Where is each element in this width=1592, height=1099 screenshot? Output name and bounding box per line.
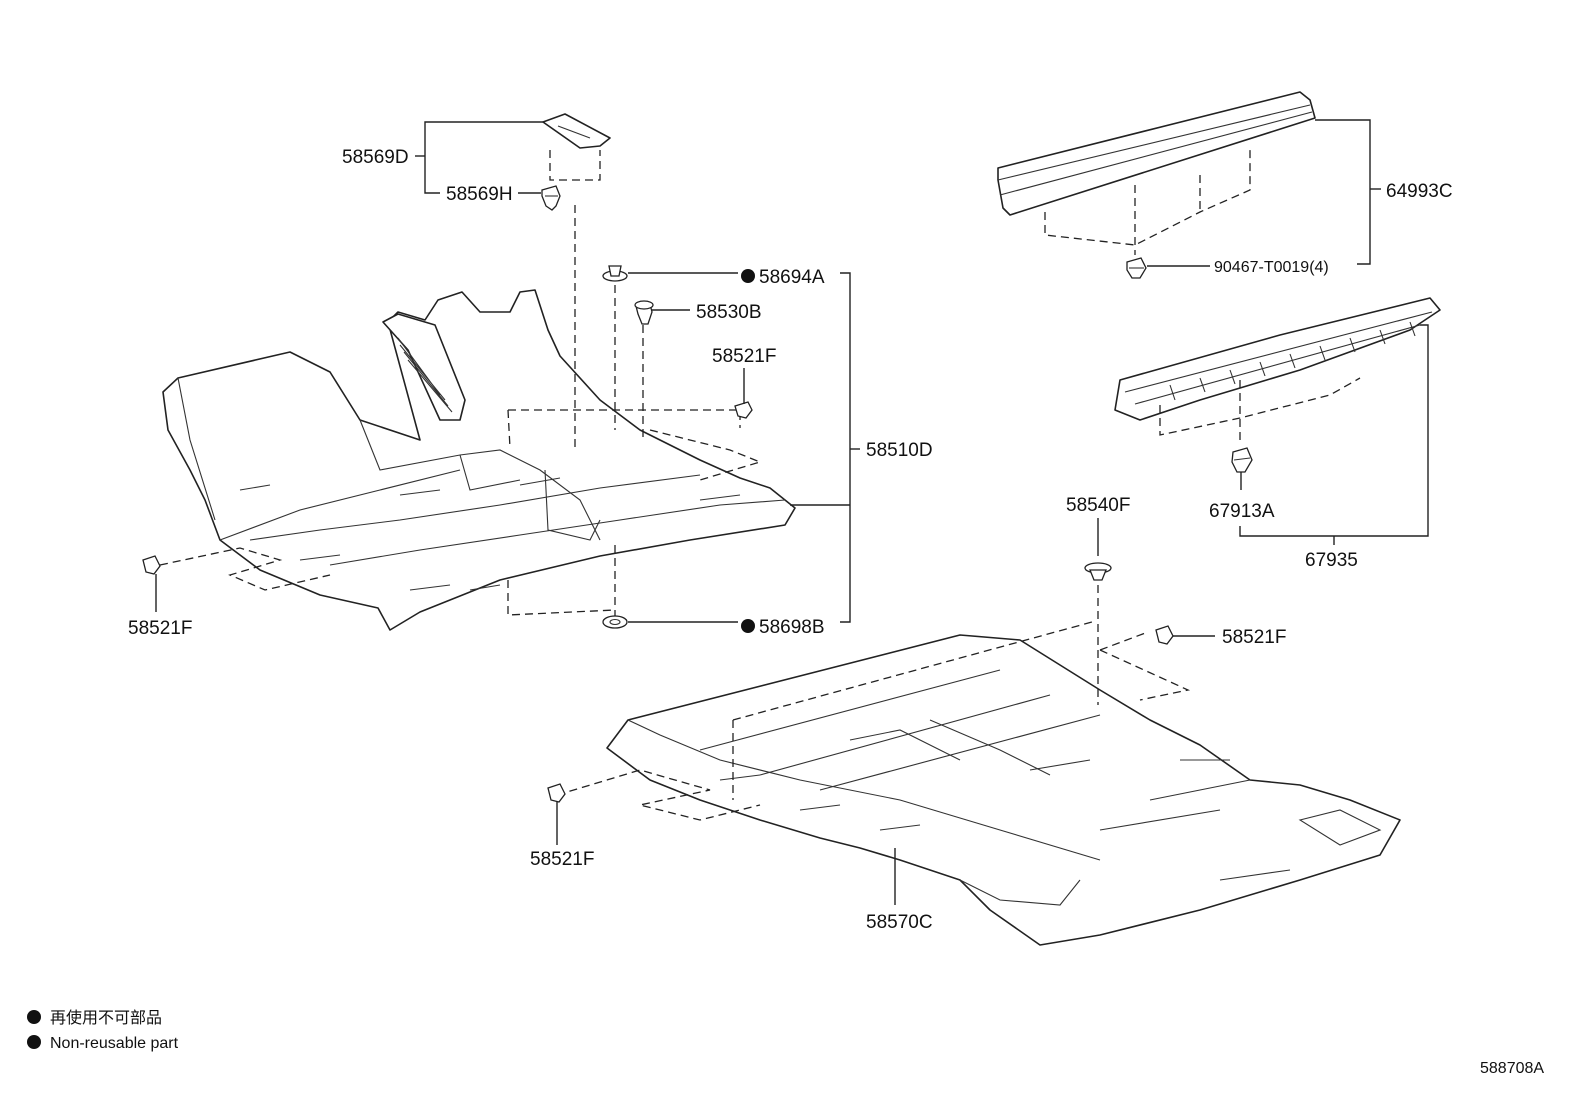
front-floor-carpet[interactable] (162, 289, 796, 631)
label-58569D[interactable]: 58569D (342, 147, 409, 168)
clip-58521F-left[interactable] (142, 555, 161, 575)
clip-58521F-upper[interactable] (734, 401, 753, 419)
label-58521F-lower[interactable]: 58521F (530, 849, 594, 870)
label-58540F[interactable]: 58540F (1066, 495, 1130, 516)
label-58521F-right[interactable]: 58521F (1222, 627, 1286, 648)
label-58521F-upper[interactable]: 58521F (712, 346, 776, 367)
rear-step-trim-67935[interactable] (1114, 297, 1441, 421)
carpet-pad-58569D[interactable] (542, 113, 611, 149)
front-carpet-assembly-lines (159, 150, 762, 620)
scuff-plate-assembly-lines (1044, 150, 1251, 255)
clip-58521F-lower[interactable] (547, 783, 566, 803)
scuff-plate-64993C[interactable] (997, 91, 1316, 216)
grommet-58698B[interactable] (602, 615, 628, 629)
label-58530B[interactable]: 58530B (696, 302, 762, 323)
legend-text-cn: 再使用不可部品 (50, 1008, 162, 1027)
legend: 再使用不可部品 Non-reusable part (27, 1008, 179, 1052)
clip-58540F[interactable] (1084, 562, 1112, 581)
label-58698B[interactable]: 58698B (759, 617, 825, 638)
clip-58569H[interactable] (541, 185, 561, 211)
clip-58521F-right[interactable] (1155, 625, 1174, 645)
label-58570C[interactable]: 58570C (866, 912, 933, 933)
label-67935[interactable]: 67935 (1305, 550, 1358, 571)
label-67913A[interactable]: 67913A (1209, 501, 1275, 522)
non-reusable-marker-58694A (741, 269, 755, 283)
label-58694A[interactable]: 58694A (759, 267, 825, 288)
label-58569H[interactable]: 58569H (446, 184, 513, 205)
legend-text-en: Non-reusable part (50, 1035, 179, 1052)
legend-dot-cn (27, 1010, 41, 1024)
figure-id: 588708A (1480, 1060, 1544, 1077)
label-90467-T0019[interactable]: 90467-T0019(4) (1214, 259, 1329, 276)
label-58521F-left[interactable]: 58521F (128, 618, 192, 639)
clip-90467-T0019[interactable] (1126, 257, 1147, 279)
clip-67913A[interactable] (1231, 447, 1253, 473)
clip-58530B[interactable] (634, 300, 654, 325)
legend-dot-en (27, 1035, 41, 1049)
rear-trim-assembly-lines (1159, 377, 1361, 445)
rear-floor-carpet[interactable] (606, 634, 1401, 946)
rear-carpet-assembly-lines (556, 585, 1191, 821)
grommet-58694A[interactable] (602, 265, 628, 282)
label-64993C[interactable]: 64993C (1386, 181, 1453, 202)
non-reusable-marker-58698B (741, 619, 755, 633)
leader-lines (155, 119, 1429, 905)
label-58510D[interactable]: 58510D (866, 440, 933, 461)
